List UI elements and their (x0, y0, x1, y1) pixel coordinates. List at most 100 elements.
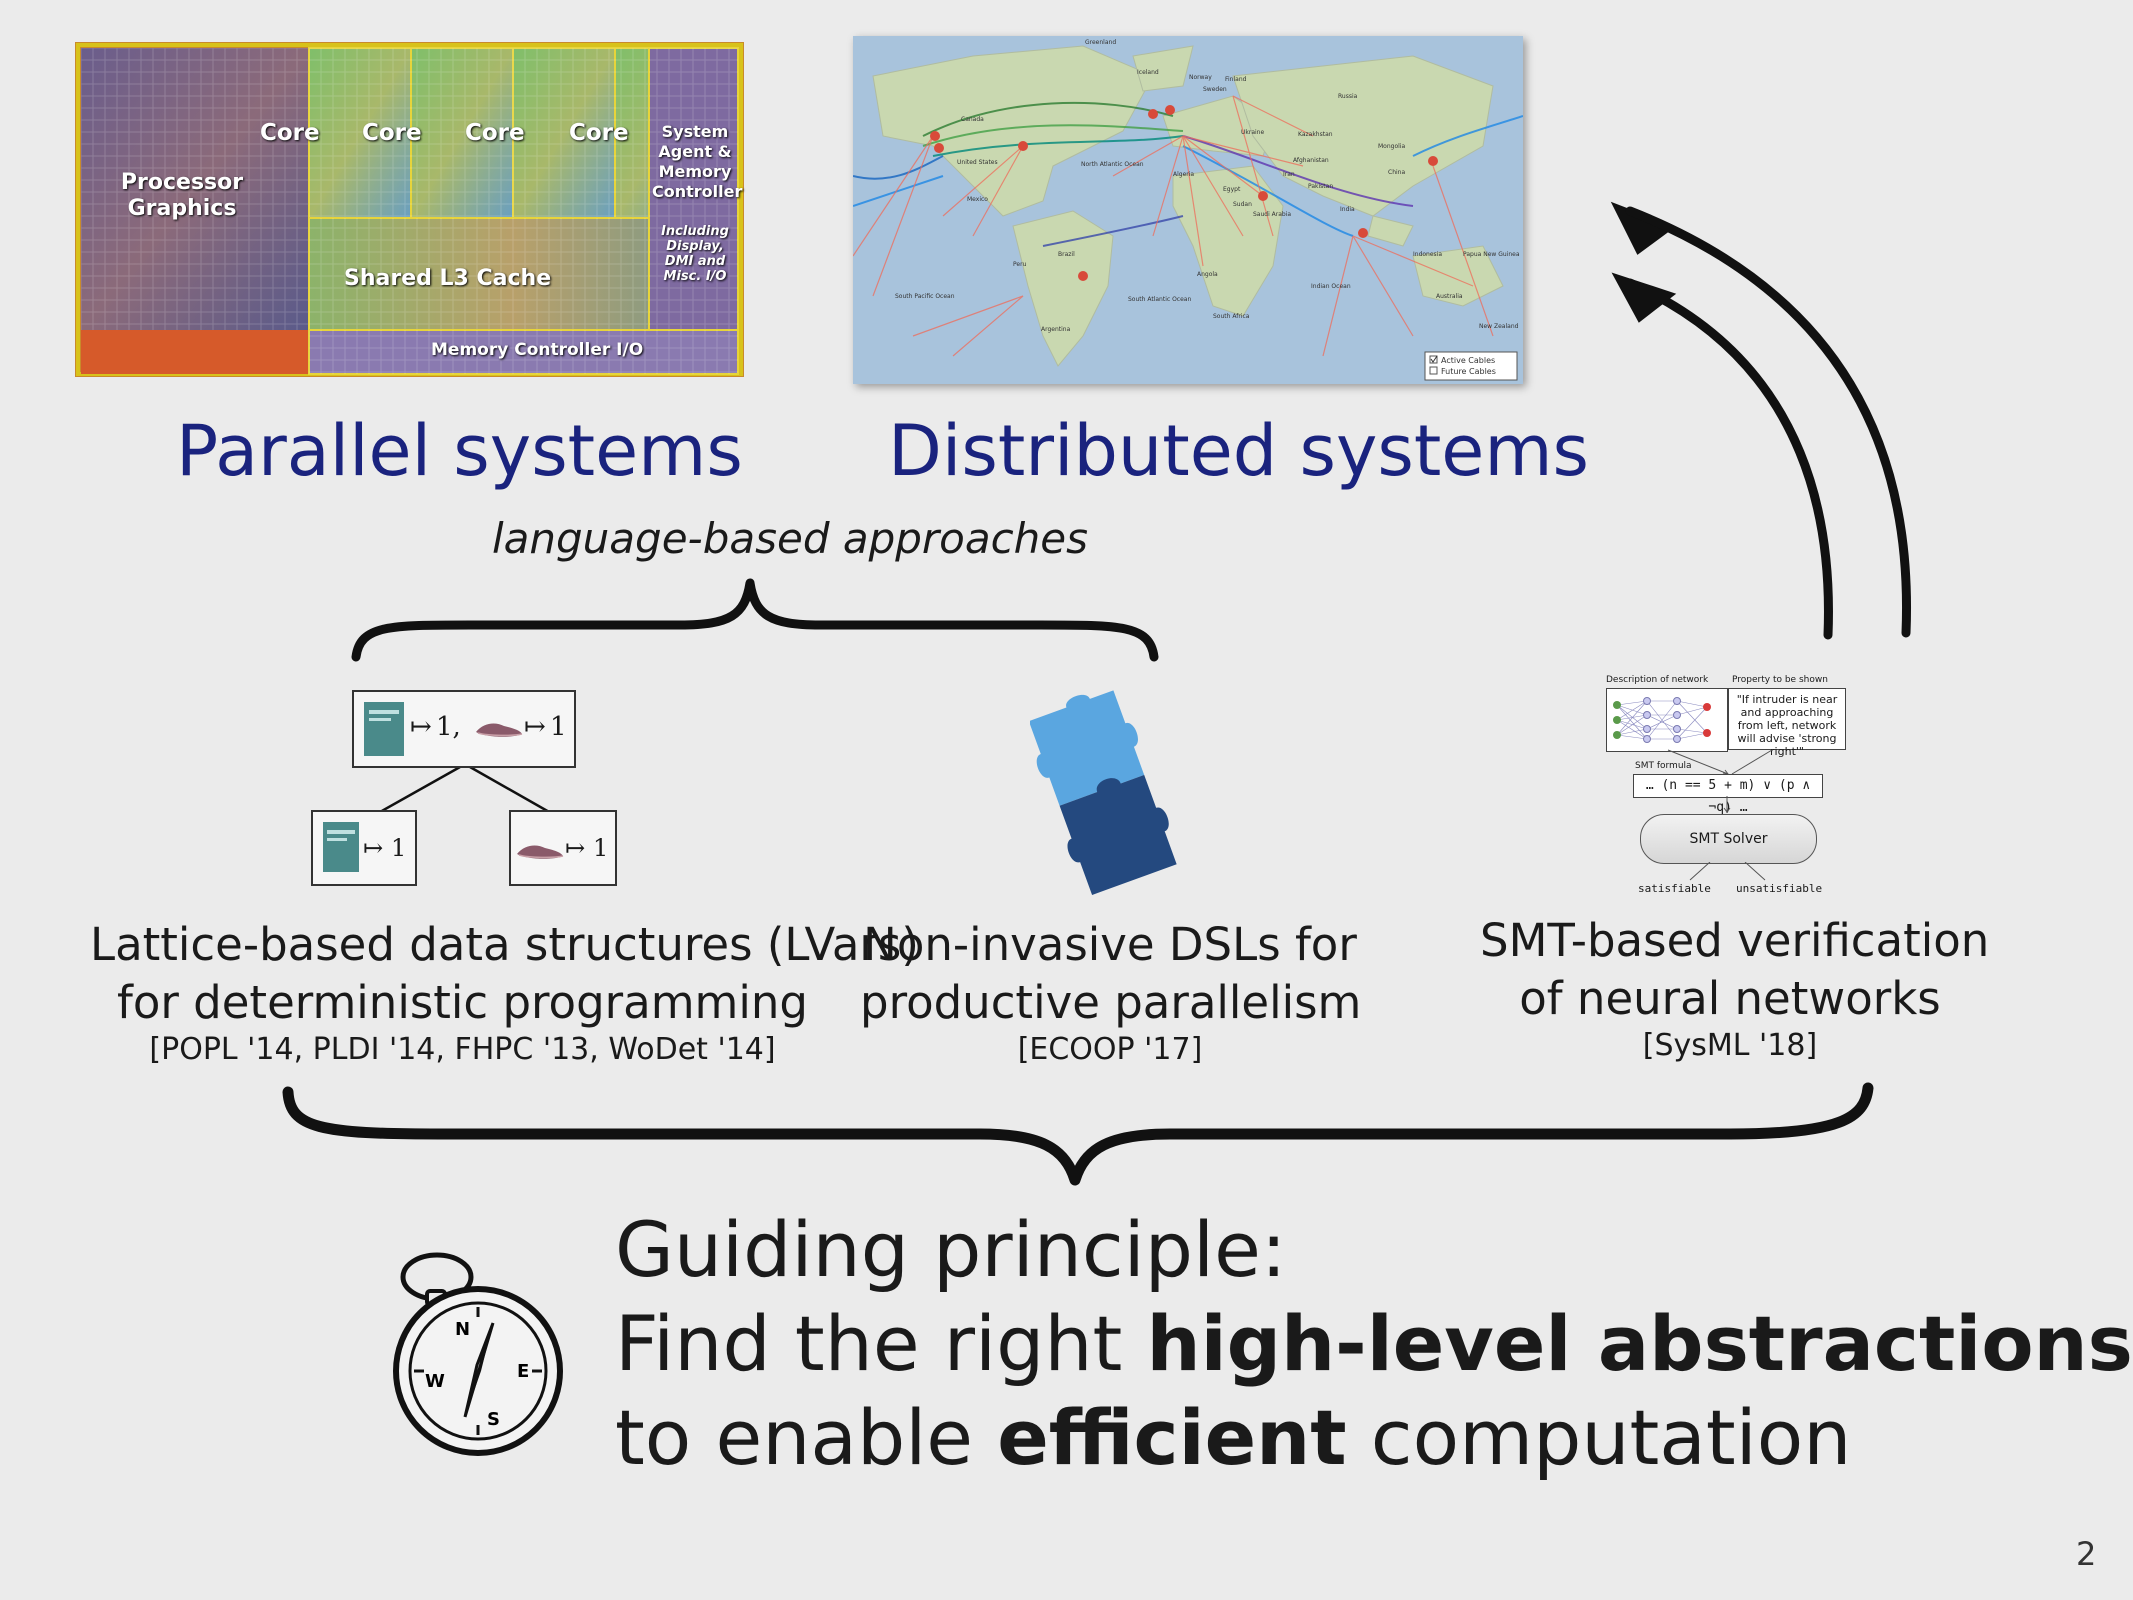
guiding-principle-line3: to enable efficient computation (615, 1391, 2133, 1485)
maps-to-arrow-icon: ↦ (363, 834, 384, 862)
map-label-australia: Australia (1436, 293, 1463, 300)
map-label-png: Papua New Guinea (1463, 251, 1520, 258)
maps-to-arrow-icon: ↦ (524, 712, 546, 742)
language-based-approaches-label: language-based approaches (492, 514, 1089, 563)
core-label-2: Core (362, 120, 422, 146)
right-node-value: 1 (593, 834, 609, 862)
compass-west-letter: W (425, 1371, 445, 1392)
map-label-angola: Angola (1197, 271, 1218, 278)
maps-to-arrow-icon: ↦ (410, 712, 432, 742)
map-label-mexico: Mexico (967, 196, 988, 203)
legend-future-cables: Future Cables (1441, 367, 1496, 376)
map-label-algeria: Algeria (1173, 171, 1194, 178)
smt-title-line2: of neural networks (1519, 972, 1941, 1025)
dsl-citation: [ECOOP '17] (1017, 1032, 1203, 1067)
curved-arrows-up (1610, 201, 1911, 640)
book-icon (323, 822, 359, 872)
map-label-canada: Canada (961, 116, 984, 123)
map-label-egypt: Egypt (1223, 186, 1241, 193)
lvars-title-line2: for deterministic programming (117, 976, 808, 1029)
lvars-description: Lattice-based data structures (LVars) fo… (90, 916, 919, 1068)
upper-curly-brace (351, 578, 1159, 662)
compass-east-letter: E (517, 1361, 529, 1382)
processor-graphics-label: Processor Graphics (120, 170, 244, 221)
map-label-south-atlantic: South Atlantic Ocean (1128, 296, 1191, 303)
book-icon (364, 702, 404, 756)
smt-solver-node: SMT Solver (1640, 814, 1817, 864)
memory-io-label: Memory Controller I/O (431, 340, 644, 360)
page-number: 2 (2076, 1535, 2097, 1573)
core-label-1: Core (260, 120, 320, 146)
formula-label: SMT formula (1635, 761, 1692, 771)
shared-cache-label: Shared L3 Cache (344, 266, 552, 291)
map-label-sweden: Sweden (1203, 86, 1227, 93)
dsl-title-line1: Non-invasive DSLs for (863, 918, 1357, 971)
left-node-value: 1 (391, 834, 407, 862)
property-label: Property to be shown (1732, 675, 1828, 685)
maps-to-arrow-icon: ↦ (565, 834, 586, 862)
network-description-label: Description of network (1606, 675, 1709, 685)
smt-title-line1: SMT-based verification (1480, 914, 1990, 967)
lattice-left-node: ↦ 1 (311, 810, 417, 886)
property-box: "If intruder is near and approaching fro… (1728, 688, 1846, 758)
map-label-russia: Russia (1338, 93, 1358, 100)
map-label-argentina: Argentina (1041, 326, 1071, 333)
submarine-cable-map: Greenland Canada United States Mexico Ru… (852, 36, 1524, 384)
map-label-pakistan: Pakistan (1308, 183, 1333, 190)
including-label: Including Display, DMI and Misc. I/O (661, 224, 729, 284)
satisfiable-output: satisfiable (1638, 882, 1711, 895)
lattice-top-node: ↦ 1, ↦ 1 (352, 690, 576, 768)
map-label-ukraine: Ukraine (1241, 129, 1264, 136)
dsl-description: Non-invasive DSLs for productive paralle… (860, 916, 1362, 1068)
map-label-kazakhstan: Kazakhstan (1298, 131, 1333, 138)
neural-network-icon (1613, 697, 1711, 743)
line3-text-pre: to enable (615, 1393, 998, 1482)
core-label-4: Core (569, 120, 629, 146)
guiding-principle: Guiding principle: Find the right high-l… (615, 1203, 2133, 1485)
high-level-abstractions-emphasis: high-level abstractions (1146, 1299, 2133, 1388)
map-label-north-atlantic: North Atlantic Ocean (1081, 161, 1144, 168)
guiding-principle-heading: Guiding principle: (615, 1205, 1287, 1294)
top-node-value-book: 1, (436, 712, 461, 742)
shoe-icon (476, 723, 523, 737)
map-label-india: India (1340, 206, 1355, 213)
compass-south-letter: S (487, 1409, 500, 1430)
smt-flow-arrow-mid (1723, 796, 1731, 813)
map-label-iran: Iran (1283, 171, 1295, 178)
guiding-principle-line2: Find the right high-level abstractions (615, 1297, 2133, 1391)
map-label-indonesia: Indonesia (1413, 251, 1442, 258)
lattice-right-node: ↦ 1 (509, 810, 617, 886)
line2-text: Find the right (615, 1299, 1147, 1388)
map-label-us: United States (957, 159, 998, 166)
efficient-emphasis: efficient (997, 1393, 1347, 1482)
map-label-afghanistan: Afghanistan (1293, 157, 1329, 164)
map-label-mongolia: Mongolia (1378, 143, 1405, 150)
map-label-saudi-arabia: Saudi Arabia (1253, 211, 1291, 218)
processor-die-image: Core Core Core Core Processor Graphics S… (75, 42, 744, 377)
lower-curly-brace (282, 1082, 1874, 1186)
smt-citation: [SysML '18] (1642, 1028, 1818, 1063)
map-label-finland: Finland (1225, 76, 1247, 83)
map-label-norway: Norway (1189, 74, 1212, 81)
neural-network-box (1606, 688, 1728, 752)
core-label-3: Core (465, 120, 525, 146)
map-label-new-zealand: New Zealand (1479, 323, 1519, 330)
lvars-title-line1: Lattice-based data structures (LVars) (90, 918, 919, 971)
map-label-china: China (1388, 169, 1405, 176)
smt-description: SMT-based verification of neural network… (1480, 912, 1990, 1064)
dsl-title-line2: productive parallelism (860, 976, 1362, 1029)
map-label-south-africa: South Africa (1213, 313, 1250, 320)
shoe-icon (517, 845, 564, 859)
legend-active-cables: Active Cables (1441, 356, 1495, 365)
compass-north-letter: N (455, 1319, 470, 1340)
compass-icon: N E S W (393, 1252, 563, 1456)
system-agent-label: System Agent & Memory Controller (652, 122, 743, 201)
map-label-indian-ocean: Indian Ocean (1311, 283, 1351, 290)
map-label-south-pacific: South Pacific Ocean (895, 293, 955, 300)
top-node-value-shoe: 1 (550, 712, 567, 742)
unsatisfiable-output: unsatisfiable (1736, 882, 1823, 895)
smt-flow-arrows-bottom (1689, 862, 1766, 881)
parallel-systems-heading: Parallel systems (176, 410, 743, 492)
lvars-citation: [POPL '14, PLDI '14, FHPC '13, WoDet '14… (149, 1032, 776, 1067)
map-label-iceland: Iceland (1137, 69, 1159, 76)
